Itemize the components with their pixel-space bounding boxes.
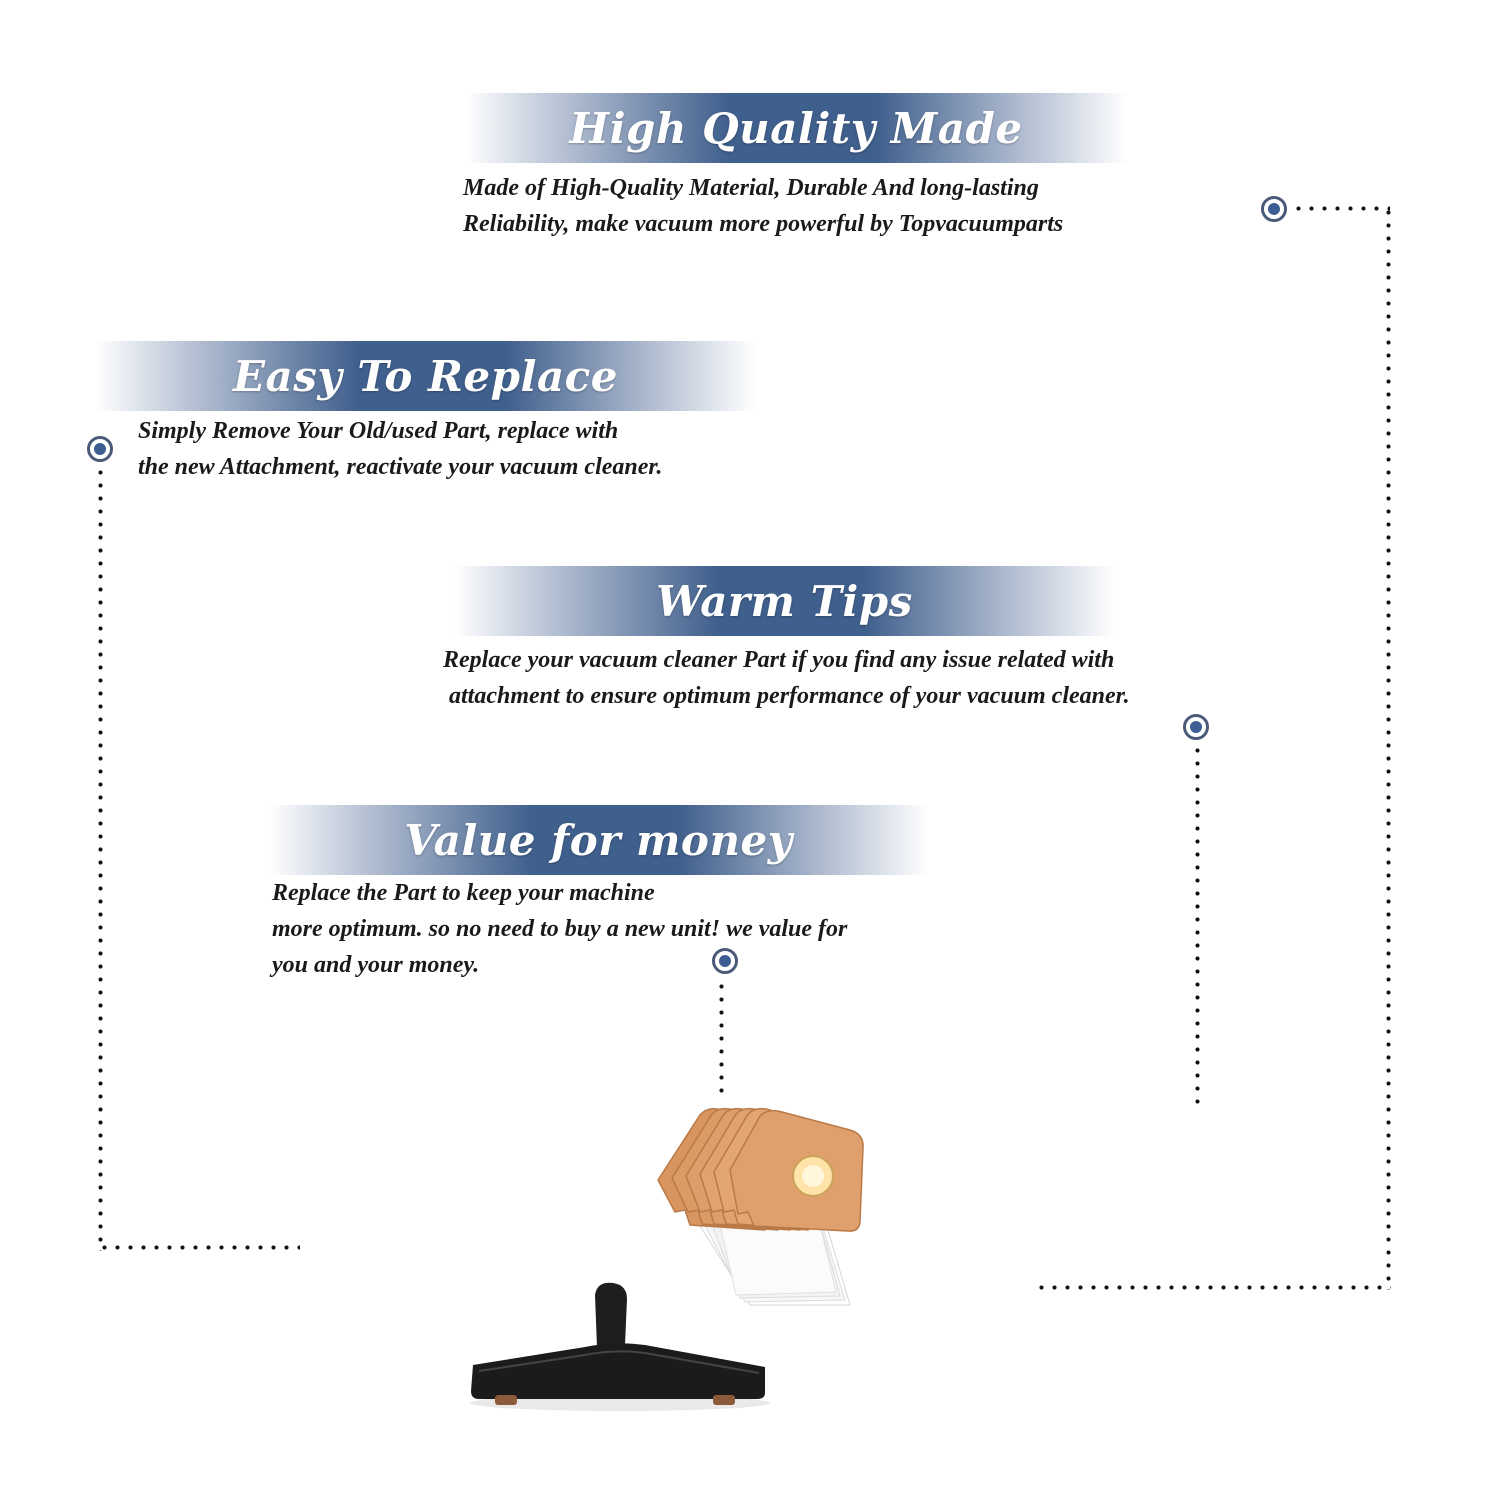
- section-description: Replace your vacuum cleaner Part if you …: [443, 647, 1130, 709]
- vacuum-bags-icon: [657, 1107, 864, 1306]
- marker-dot-icon: [1183, 714, 1209, 740]
- marker-dot-icon: [87, 436, 113, 462]
- dotted-connector: [1195, 744, 1200, 1108]
- section-title: Easy To Replace: [233, 351, 618, 401]
- dotted-connector: [98, 1245, 300, 1250]
- section-title: Value for money: [404, 815, 793, 865]
- dotted-connector: [1386, 206, 1391, 1290]
- dotted-connector: [1035, 1285, 1391, 1290]
- dotted-connector: [719, 980, 724, 1095]
- section-title: High Quality Made: [569, 103, 1023, 153]
- banner-easy-replace: Easy To Replace: [95, 341, 756, 411]
- section-description: Replace the Part to keep your machine mo…: [272, 880, 848, 978]
- floor-brush-icon: [470, 1282, 770, 1411]
- banner-value-money: Value for money: [268, 805, 929, 875]
- dotted-connector: [1292, 206, 1390, 211]
- section-title: Warm Tips: [656, 576, 913, 626]
- marker-dot-icon: [712, 948, 738, 974]
- banner-warm-tips: Warm Tips: [454, 566, 1115, 636]
- marker-dot-icon: [1261, 196, 1287, 222]
- section-description: Made of High-Quality Material, Durable A…: [463, 175, 1064, 237]
- banner-high-quality: High Quality Made: [465, 93, 1127, 163]
- dotted-connector: [98, 466, 103, 1251]
- section-description: Simply Remove Your Old/used Part, replac…: [138, 418, 663, 480]
